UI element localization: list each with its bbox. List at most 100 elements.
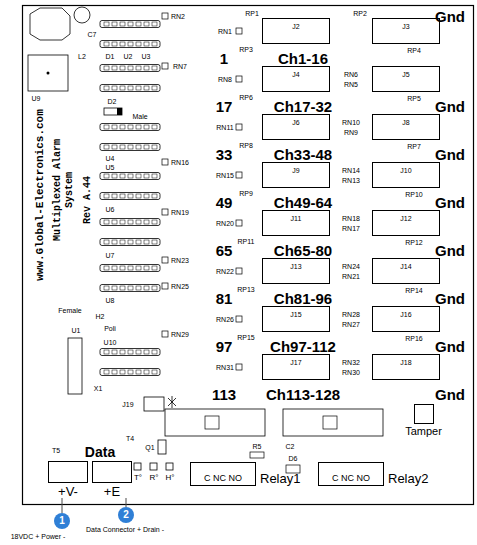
connector-header: J3 xyxy=(372,18,440,44)
pad xyxy=(120,220,125,224)
pad xyxy=(136,286,141,290)
pad xyxy=(112,350,117,354)
node-label: J13 xyxy=(290,263,301,270)
ground-label: Gnd xyxy=(435,387,465,402)
resistor-array xyxy=(100,144,160,151)
pad xyxy=(128,286,133,290)
pad xyxy=(136,22,141,26)
tamper-switch: Tamper xyxy=(405,404,442,437)
node-label: J18 xyxy=(400,359,411,366)
ref-designator: RP1 xyxy=(245,10,259,17)
ref-designator: C2 xyxy=(286,443,295,450)
resistor-array xyxy=(100,85,160,92)
ref-designator: U7 xyxy=(106,252,115,259)
pad xyxy=(112,220,117,224)
network-marker xyxy=(236,172,242,178)
node-label: Tamper xyxy=(405,426,442,437)
pad xyxy=(144,286,149,290)
relay-name: Relay2 xyxy=(388,472,428,485)
node-label: J12 xyxy=(400,215,411,222)
resistor-array xyxy=(100,239,160,246)
pad xyxy=(128,22,133,26)
pad xyxy=(112,66,117,70)
ref-designator: L2 xyxy=(78,53,86,60)
relay-housing xyxy=(283,409,383,436)
pad xyxy=(112,86,117,90)
resistor-array xyxy=(100,369,160,376)
ref-designator: RN16 xyxy=(171,159,189,166)
node-label: 2 xyxy=(123,510,129,520)
leader-line xyxy=(126,498,127,507)
connector-header: J12 xyxy=(372,210,440,236)
node-label: C NC NO xyxy=(319,474,383,483)
ic-outline xyxy=(68,338,82,394)
ic-rows xyxy=(100,13,242,376)
ref-designator: RN27 xyxy=(342,321,360,328)
pad xyxy=(120,174,125,178)
callout-caption: 18VDC + Power - xyxy=(11,533,66,540)
network-marker xyxy=(236,28,242,34)
ref-designator: RP6 xyxy=(239,94,253,101)
pad xyxy=(112,240,117,244)
ref-designator: RP11 xyxy=(238,238,255,245)
board-outline xyxy=(23,6,474,505)
pad xyxy=(104,220,109,224)
pad xyxy=(104,286,109,290)
node-label: J5 xyxy=(402,71,409,78)
ref-designator: RN23 xyxy=(171,257,189,264)
pad xyxy=(120,66,125,70)
pad xyxy=(104,266,109,270)
ref-designator: RN1 xyxy=(218,28,232,35)
pad xyxy=(152,145,157,149)
ref-designator: T5 xyxy=(52,447,60,454)
network-marker xyxy=(236,364,242,370)
pad xyxy=(128,86,133,90)
pad xyxy=(128,125,133,129)
pad xyxy=(112,286,117,290)
sensor-pad xyxy=(150,463,157,470)
pad xyxy=(152,125,157,129)
pad xyxy=(120,240,125,244)
channel-start: 1 xyxy=(220,51,228,66)
pad xyxy=(136,266,141,270)
ref-designator: RP16 xyxy=(405,335,423,342)
ref-designator: RP8 xyxy=(239,142,253,149)
diode-band xyxy=(117,108,122,115)
ref-designator: RP13 xyxy=(237,286,255,293)
pad xyxy=(144,125,149,129)
ref-designator: RN5 xyxy=(344,81,358,88)
ref-designator: RN21 xyxy=(342,273,360,280)
resistor-array xyxy=(100,219,160,226)
pad xyxy=(144,66,149,70)
switch-body xyxy=(414,404,434,424)
pad xyxy=(128,370,133,374)
resistor-array xyxy=(100,193,160,200)
pad xyxy=(136,370,141,374)
ref-designator: D2 xyxy=(108,98,117,105)
capacitor-outline xyxy=(74,7,90,23)
ref-designator: R5 xyxy=(253,443,262,450)
pad xyxy=(128,174,133,178)
resistor-array xyxy=(100,349,160,356)
pad xyxy=(112,125,117,129)
ref-designator: C7 xyxy=(88,31,97,38)
ref-designator: RN14 xyxy=(342,167,360,174)
ground-label: Gnd xyxy=(435,339,465,354)
callout-number: 2 xyxy=(118,507,134,523)
pad xyxy=(144,220,149,224)
sensor-pad xyxy=(134,463,141,470)
terminal-block: +V- xyxy=(48,461,88,498)
ref-designator: RN17 xyxy=(342,225,360,232)
ref-designator: RN18 xyxy=(342,215,360,222)
ref-designator: J19 xyxy=(122,401,133,408)
regulator-outline xyxy=(28,55,68,91)
pad xyxy=(152,266,157,270)
ref-designator: RP12 xyxy=(405,239,423,246)
pad xyxy=(136,125,141,129)
sensor-pad xyxy=(166,463,173,470)
resistor-array xyxy=(100,21,160,28)
channel-range: Ch65-80 xyxy=(274,243,332,258)
pad xyxy=(136,240,141,244)
ref-designator: U3 xyxy=(142,53,151,60)
pad xyxy=(104,370,109,374)
